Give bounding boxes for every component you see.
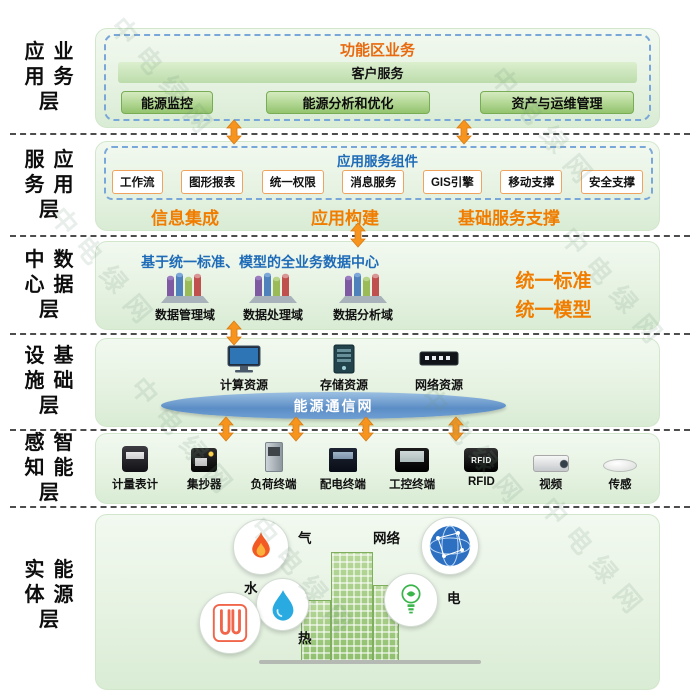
device-concentrator: 集抄器 xyxy=(179,442,229,492)
building-main-tower xyxy=(331,552,373,662)
double-arrow-icon xyxy=(350,222,366,248)
water-bubble xyxy=(256,578,309,631)
component-message: 消息服务 xyxy=(342,170,405,194)
gas-bubble xyxy=(233,519,289,575)
component-graph-report: 图形报表 xyxy=(181,170,244,194)
ground-line xyxy=(259,660,481,664)
resource-storage: 存储资源 xyxy=(301,344,387,393)
layer-label-energy-entity: 实能 体源 层 xyxy=(24,559,83,631)
function-zone-title: 功能区业务 xyxy=(339,42,415,59)
electric-bubble xyxy=(384,573,438,627)
double-arrow-icon xyxy=(456,119,472,145)
customer-service-bar: 客户服务 xyxy=(118,62,637,83)
entity-label-water: 水 xyxy=(244,581,258,596)
flame-icon xyxy=(252,532,270,558)
device-rfid: RFID RFID xyxy=(456,442,506,492)
distribution-terminal-icon xyxy=(328,448,357,472)
energy-communication-network: 能源通信网 xyxy=(161,392,506,419)
panel-energy-entity: 气 网络 水 xyxy=(95,514,660,690)
device-metering: 计量表计 xyxy=(110,442,160,492)
device-row: 计量表计 集抄器 负荷终端 配电终端 工控终端 RFID RFID xyxy=(110,442,645,492)
double-arrow-icon xyxy=(226,320,242,346)
camera-icon xyxy=(532,455,569,472)
domain-data-processing: 数据处理域 xyxy=(229,270,317,323)
database-stack-icon xyxy=(161,272,209,303)
water-drop-icon xyxy=(272,589,293,621)
database-stack-icon xyxy=(339,272,387,303)
resource-label: 存储资源 xyxy=(319,378,368,392)
component-gis-engine: GIS引擎 xyxy=(422,170,482,194)
panel-business-application: 功能区业务 客户服务 能源监控 能源分析和优化 资产与运维管理 xyxy=(95,28,660,128)
function-zone-dashed-box xyxy=(104,34,651,121)
industrial-terminal-icon xyxy=(395,448,430,472)
heat-bubble xyxy=(199,592,261,654)
sensor-icon xyxy=(602,459,637,472)
layer-divider xyxy=(10,235,690,237)
meter-icon xyxy=(122,446,148,472)
device-load-terminal: 负荷终端 xyxy=(249,442,299,492)
entity-label-network: 网络 xyxy=(373,531,400,546)
unified-standards-text: 统一标准 统一模型 xyxy=(515,271,592,321)
data-center-title: 基于统一标准、模型的全业务数据中心 xyxy=(141,254,379,270)
panel-application-service: 应用服务组件 工作流 图形报表 统一权限 消息服务 GIS引擎 移动支撑 安全支… xyxy=(95,141,660,231)
domain-label: 数据处理域 xyxy=(242,308,303,322)
entity-label-electric: 电 xyxy=(447,591,461,606)
service-components-dashed-box xyxy=(104,146,653,200)
domain-label: 数据分析域 xyxy=(332,308,393,322)
network-globe-icon xyxy=(429,525,471,567)
service-components-title: 应用服务组件 xyxy=(337,154,418,169)
radiator-icon xyxy=(212,603,248,643)
function-info-integration: 信息集成 xyxy=(151,209,219,228)
panel-data-center: 基于统一标准、模型的全业务数据中心 数据管理域 数据处理域 xyxy=(95,241,660,330)
function-app-build: 应用构建 xyxy=(311,209,379,228)
double-arrow-icon xyxy=(358,416,374,442)
domain-data-analysis: 数据分析域 xyxy=(319,270,407,323)
load-terminal-icon xyxy=(264,442,283,472)
layer-label-intelligent-perception: 感智 知能 层 xyxy=(24,432,83,504)
network-switch-icon xyxy=(419,351,459,366)
double-arrow-icon xyxy=(288,416,304,442)
device-video: 视频 xyxy=(526,442,576,492)
component-mobile: 移动支撑 xyxy=(500,170,563,194)
rfid-reader-icon: RFID xyxy=(464,448,499,472)
device-sensor: 传感 xyxy=(595,442,645,492)
layer-divider xyxy=(10,133,690,135)
domain-data-management: 数据管理域 xyxy=(141,270,229,323)
layer-label-data-center: 中数 心据 层 xyxy=(24,249,83,321)
green-bulb-icon xyxy=(401,584,421,614)
device-industrial-terminal: 工控终端 xyxy=(387,442,437,492)
component-unified-auth: 统一权限 xyxy=(261,170,324,194)
resource-label: 网络资源 xyxy=(414,378,463,392)
layer-divider xyxy=(10,506,690,508)
node-energy-monitoring: 能源监控 xyxy=(121,91,213,114)
entity-label-heat: 热 xyxy=(298,631,312,646)
domain-label: 数据管理域 xyxy=(154,308,215,322)
layer-label-application-service: 服应 务用 层 xyxy=(24,149,83,221)
network-bubble xyxy=(421,517,479,575)
layer-label-infrastructure: 设基 施础 层 xyxy=(24,345,83,417)
concentrator-icon xyxy=(191,448,218,472)
layer-divider xyxy=(10,429,690,431)
device-distribution-terminal: 配电终端 xyxy=(318,442,368,492)
function-basic-service: 基础服务支撑 xyxy=(458,209,560,228)
resource-label: 计算资源 xyxy=(219,378,268,392)
entity-label-gas: 气 xyxy=(298,531,312,546)
monitor-icon xyxy=(227,345,261,373)
component-security: 安全支撑 xyxy=(580,170,643,194)
database-stack-icon xyxy=(249,272,297,303)
resource-compute: 计算资源 xyxy=(201,344,287,393)
node-asset-om-management: 资产与运维管理 xyxy=(480,91,634,114)
layer-label-business-application: 应业 用务 层 xyxy=(24,41,83,113)
layer-divider xyxy=(10,333,690,335)
panel-infrastructure: 计算资源 存储资源 网络资源 能源通信网 xyxy=(95,338,660,427)
panel-intelligent-perception: 计量表计 集抄器 负荷终端 配电终端 工控终端 RFID RFID xyxy=(95,433,660,504)
double-arrow-icon xyxy=(218,416,234,442)
double-arrow-icon xyxy=(226,119,242,145)
double-arrow-icon xyxy=(448,416,464,442)
node-energy-analysis: 能源分析和优化 xyxy=(266,91,430,114)
storage-server-icon xyxy=(333,344,355,374)
component-workflow: 工作流 xyxy=(112,170,163,194)
service-component-row: 工作流 图形报表 统一权限 消息服务 GIS引擎 移动支撑 安全支撑 xyxy=(112,170,643,194)
resource-network: 网络资源 xyxy=(396,344,482,393)
